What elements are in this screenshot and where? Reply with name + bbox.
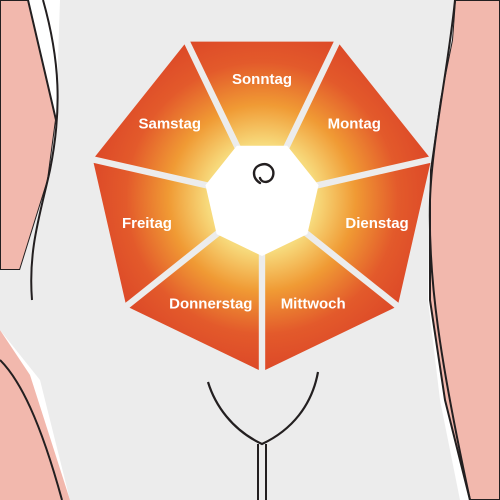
wheel-center (205, 145, 319, 256)
navel-icon (252, 163, 275, 185)
label-sonntag: Sonntag (232, 71, 292, 88)
torso-outline-right (428, 0, 471, 500)
label-donnerstag: Donnerstag (169, 295, 252, 312)
label-samstag: Samstag (138, 115, 201, 132)
label-mittwoch: Mittwoch (281, 295, 346, 312)
left-arm-lower (0, 330, 70, 500)
segment-freitag (93, 162, 220, 303)
label-dienstag: Dienstag (345, 215, 408, 232)
label-freitag: Freitag (122, 215, 172, 232)
segment-dienstag (304, 162, 431, 303)
label-montag: Montag (328, 115, 381, 132)
segment-donnerstag (129, 232, 259, 370)
groin-line (206, 371, 320, 446)
torso-outline-left-lower (0, 359, 63, 500)
segment-samstag (95, 44, 237, 184)
segment-montag (287, 44, 429, 184)
segment-sonntag (190, 41, 334, 150)
torso-outline-left (30, 0, 59, 301)
segment-mittwoch (265, 232, 395, 370)
